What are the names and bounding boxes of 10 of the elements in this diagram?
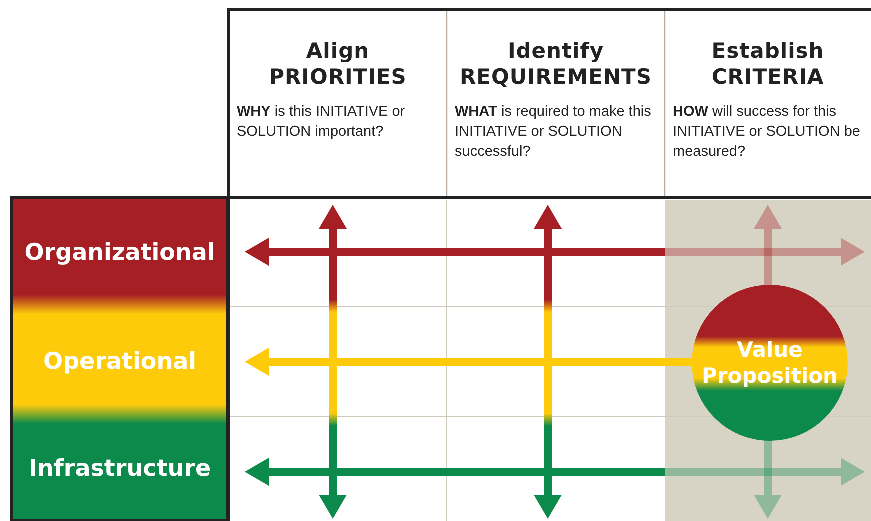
column-question: HOW will success for this INITIATIVE or SOLUTION be measured?	[673, 103, 862, 162]
column-heading: Identify REQUIREMENTS	[460, 38, 652, 90]
column-question: WHY is this INITIATIVE or SOLUTION important?	[237, 103, 406, 142]
row-label: Organizational	[12, 198, 228, 308]
circle-label: Value Proposition	[701, 337, 839, 389]
row-label: Infrastructure	[12, 417, 228, 521]
column-heading: Align PRIORITIES	[269, 38, 407, 90]
column-heading: Establish CRITERIA	[712, 38, 824, 90]
column-question: WHAT is required to make this INITIATIVE or SOLUTION successful?	[455, 103, 652, 162]
row-label: Operational	[12, 307, 228, 417]
